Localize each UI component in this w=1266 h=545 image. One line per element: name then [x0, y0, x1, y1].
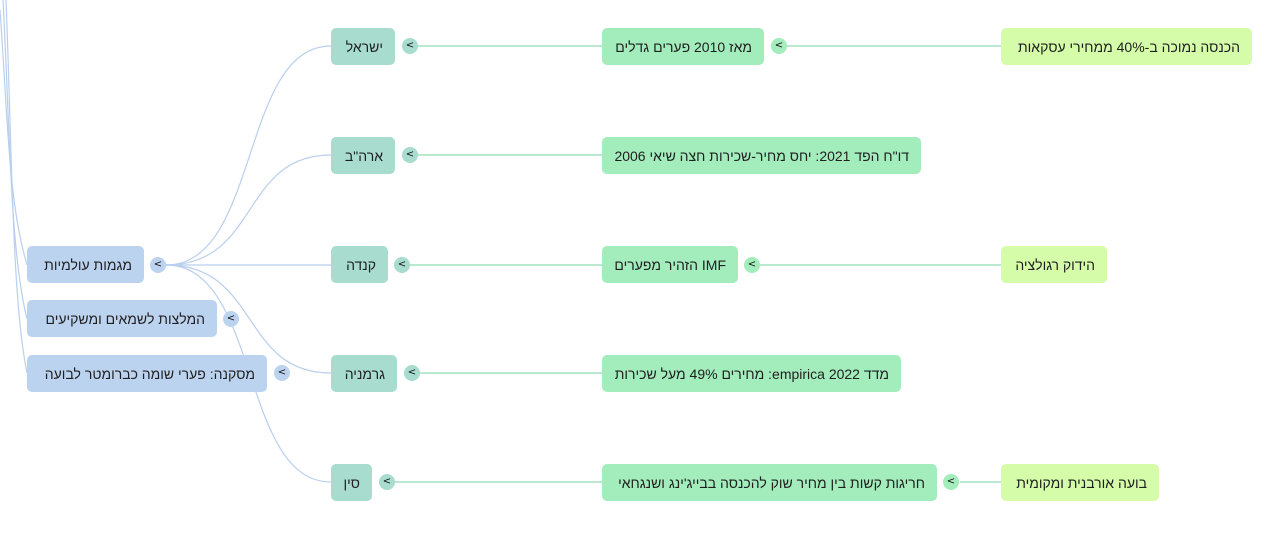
- edge-global-germany: [165, 264, 332, 374]
- node-label: הכנסה נמוכה ב-40% ממחירי עסקאות: [1017, 38, 1240, 55]
- node-label: דו"ח הפד 2021: יחס מחיר-שכירות חצה שיאי …: [614, 147, 909, 164]
- node-label: הידוק רגולציה: [1015, 256, 1095, 273]
- collapse-toggle-china[interactable]: <: [379, 474, 395, 490]
- collapse-toggle-germany[interactable]: <: [404, 365, 420, 381]
- node-label: סין: [343, 474, 360, 491]
- node-leaf-canada[interactable]: הידוק רגולציה: [1001, 246, 1107, 283]
- node-label: ישראל: [345, 38, 383, 55]
- node-country-germany[interactable]: גרמניה: [331, 355, 397, 392]
- node-leaf-israel[interactable]: הכנסה נמוכה ב-40% ממחירי עסקאות: [1001, 28, 1252, 65]
- node-label: מגמות עולמיות: [44, 256, 132, 273]
- node-conclusion[interactable]: מסקנה: פערי שומה כברומטר לבועה: [27, 355, 267, 392]
- node-country-canada[interactable]: קנדה: [331, 246, 388, 283]
- node-label: חריגות קשות בין מחיר שוק להכנסה בבייג'ינ…: [618, 474, 925, 491]
- node-label: בועה אורבנית ומקומית: [1016, 474, 1147, 491]
- node-label: מסקנה: פערי שומה כברומטר לבועה: [44, 365, 255, 382]
- trunk-line: [2, 0, 28, 320]
- trunk-line: [5, 0, 28, 374]
- node-label: ארה"ב: [344, 147, 383, 164]
- node-label: מאז 2010 פערים גדלים: [615, 38, 752, 55]
- expand-toggle-recommendations[interactable]: <: [223, 311, 239, 327]
- node-recommendations[interactable]: המלצות לשמאים ומשקיעים: [27, 300, 217, 337]
- collapse-toggle-global-trends[interactable]: <: [150, 257, 166, 273]
- node-label: קנדה: [346, 256, 376, 273]
- node-country-israel[interactable]: ישראל: [331, 28, 395, 65]
- collapse-toggle-fact-israel[interactable]: <: [771, 38, 787, 54]
- node-leaf-china[interactable]: בועה אורבנית ומקומית: [1001, 464, 1159, 501]
- edge-global-usa: [165, 154, 332, 266]
- node-global-trends[interactable]: מגמות עולמיות: [27, 246, 144, 283]
- node-fact-usa[interactable]: דו"ח הפד 2021: יחס מחיר-שכירות חצה שיאי …: [602, 137, 921, 174]
- collapse-toggle-fact-china[interactable]: <: [943, 474, 959, 490]
- expand-toggle-conclusion[interactable]: <: [274, 365, 290, 381]
- node-label: גרמניה: [344, 365, 385, 382]
- node-fact-canada[interactable]: IMF הזהיר מפערים: [602, 246, 738, 283]
- collapse-toggle-usa[interactable]: <: [402, 147, 418, 163]
- collapse-toggle-canada[interactable]: <: [394, 257, 410, 273]
- node-country-usa[interactable]: ארה"ב: [331, 137, 395, 174]
- node-label: IMF הזהיר מפערים: [614, 256, 726, 273]
- node-label: מדד empirica 2022: מחירים 49% מעל שכירות: [614, 365, 889, 382]
- node-country-china[interactable]: סין: [331, 464, 372, 501]
- node-fact-china[interactable]: חריגות קשות בין מחיר שוק להכנסה בבייג'ינ…: [602, 464, 937, 501]
- node-label: המלצות לשמאים ומשקיעים: [45, 310, 205, 327]
- node-fact-israel[interactable]: מאז 2010 פערים גדלים: [602, 28, 764, 65]
- collapse-toggle-israel[interactable]: <: [402, 38, 418, 54]
- node-fact-germany[interactable]: מדד empirica 2022: מחירים 49% מעל שכירות: [602, 355, 901, 392]
- edge-global-israel: [165, 45, 332, 266]
- collapse-toggle-fact-canada[interactable]: <: [744, 257, 760, 273]
